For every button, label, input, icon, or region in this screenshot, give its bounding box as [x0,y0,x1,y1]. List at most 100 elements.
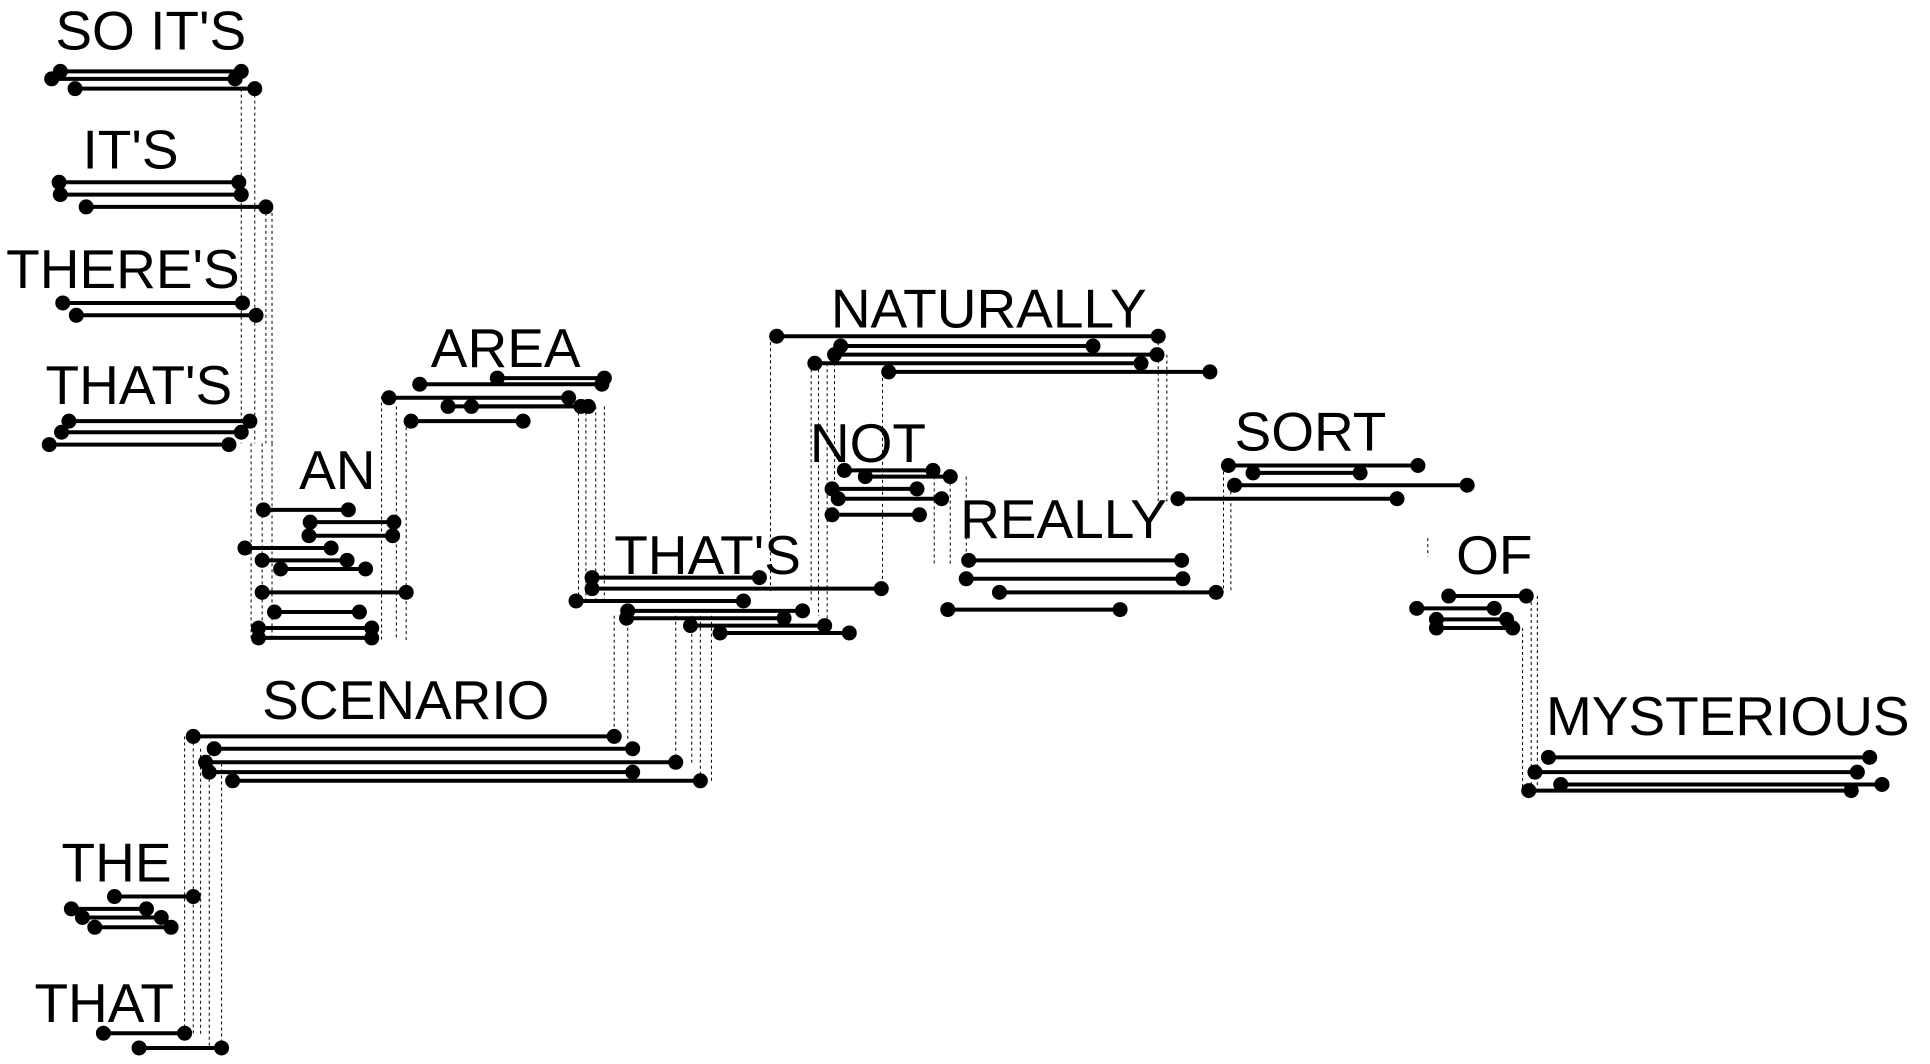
word-group-w-area: AREA [381,317,612,429]
segment-start-dot [1245,465,1261,481]
segment-start-dot [807,355,823,371]
word-group-w-not: NOT [810,412,958,523]
segment-start-dot [836,462,852,478]
segment-start-dot [1428,620,1444,636]
segment-start-dot [206,741,222,757]
segment-start-dot [201,764,217,780]
segment-start-dot [254,584,270,600]
word-label: AN [299,439,375,501]
segment-end-dot [138,901,154,917]
segment-end-dot [386,514,402,530]
word-label: THERE'S [6,238,240,300]
segment-start-dot [961,552,977,568]
segment-end-dot [735,593,751,609]
word-label: SCENARIO [262,669,549,731]
segment-end-dot [1862,749,1878,765]
segment-end-dot [668,754,684,770]
segment-end-dot [248,307,264,323]
segment-end-dot [163,919,179,935]
segment-start-dot [991,584,1007,600]
segment-start-dot [54,424,70,440]
segment-start-dot [106,889,122,905]
segment-start-dot [857,469,873,485]
word-group-w-the: THE [62,832,201,935]
segment-end-dot [925,462,941,478]
segment-end-dot [841,625,857,641]
segment-end-dot [1133,355,1149,371]
connector-guides [184,88,1538,1047]
segment-end-dot [221,437,237,453]
segment-start-dot [250,630,266,646]
word-label: SO IT'S [55,0,246,61]
word-label: IT'S [82,119,178,181]
segment-start-dot [1220,458,1236,473]
segment-start-dot [44,71,60,87]
segment-start-dot [568,593,584,609]
segment-start-dot [1441,588,1457,604]
word-group-w-of: OF [1409,524,1534,636]
segment-end-dot [351,604,367,620]
segment-start-dot [51,174,67,190]
segment-end-dot [692,773,708,789]
segment-end-dot [1202,364,1218,380]
word-group-w-scenario: SCENARIO [185,669,708,789]
segment-start-dot [61,413,77,429]
segment-end-dot [1518,588,1534,604]
segment-end-dot [153,909,169,925]
segment-start-dot [41,437,57,453]
word-group-w-theres: THERE'S [6,238,264,323]
segment-end-dot [1352,465,1368,481]
word-label: THAT'S [46,354,233,416]
segment-start-dot [584,581,600,597]
segment-start-dot [712,625,728,641]
segment-start-dot [301,528,317,544]
segment-start-dot [381,390,397,406]
segment-end-dot [258,199,274,215]
segment-start-dot [68,307,84,323]
segment-start-dot [74,909,90,925]
segment-start-dot [940,602,956,618]
segment-end-dot [596,370,612,386]
segment-start-dot [255,502,271,518]
segment-end-dot [339,552,355,568]
segment-start-dot [1227,477,1243,493]
segment-start-dot [1170,491,1186,507]
segment-end-dot [398,584,414,600]
word-group-w-its: IT'S [51,119,274,215]
word-label: THAT [34,972,174,1034]
word-group-w-really: REALLY [940,488,1224,618]
segment-start-dot [769,328,785,344]
segment-start-dot [87,919,103,935]
segment-end-dot [233,187,249,203]
segment-end-dot [580,398,596,414]
segment-start-dot [463,398,479,414]
word-label: THE [62,832,172,894]
segment-end-dot [625,741,641,757]
segment-start-dot [266,604,282,620]
word-group-w-thats-2: THAT'S [568,524,889,641]
segment-end-dot [340,502,356,518]
segment-start-dot [412,376,428,392]
word-label: NATURALLY [831,278,1147,340]
segment-end-dot [1459,477,1475,493]
segment-start-dot [78,199,94,215]
segment-start-dot [958,571,974,587]
segment-start-dot [683,618,699,634]
word-label: SORT [1235,401,1387,463]
segment-start-dot [254,552,270,568]
segment-end-dot [234,295,250,311]
segment-end-dot [233,424,249,440]
segment-start-dot [1527,764,1543,780]
segment-start-dot [1409,600,1425,616]
segment-end-dot [1174,552,1190,568]
word-group-w-naturally: NATURALLY [769,278,1218,380]
segment-end-dot [364,630,380,646]
segment-end-dot [1150,328,1166,344]
word-label: OF [1456,524,1532,586]
segment-end-dot [795,603,811,619]
segment-start-dot [1521,783,1537,799]
segment-end-dot [1849,764,1865,780]
segment-end-dot [751,570,767,586]
segment-end-dot [1389,491,1405,507]
